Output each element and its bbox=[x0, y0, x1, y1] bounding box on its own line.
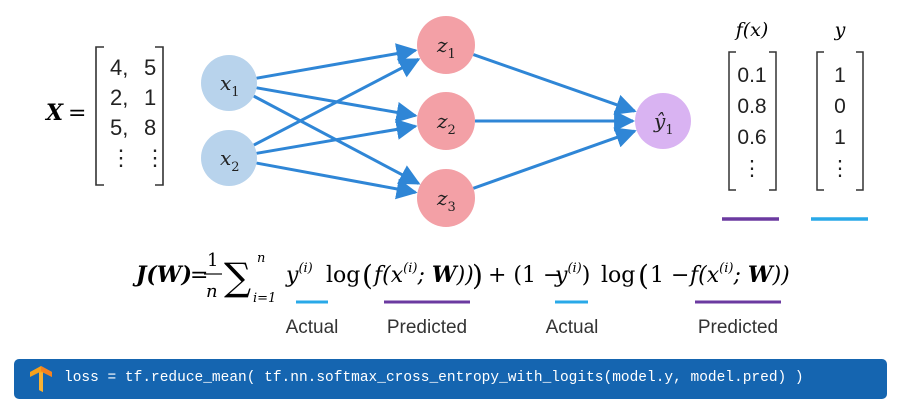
prediction-vector-header: f(x) bbox=[734, 19, 769, 41]
hidden-node-3-label: z3 bbox=[436, 186, 456, 215]
formula-equals: = bbox=[190, 263, 208, 288]
prediction-value: 0.8 bbox=[737, 95, 766, 118]
label-vector-header: y bbox=[834, 19, 846, 41]
formula-predicted-term-2: f(x(i); W)) bbox=[688, 261, 790, 288]
prediction-vector: f(x) 0.1 0.8 0.6 ⋮ bbox=[722, 19, 779, 221]
input-node-1-label: x1 bbox=[220, 71, 240, 100]
code-banner bbox=[14, 359, 887, 399]
matrix-right-bracket bbox=[155, 46, 164, 186]
formula-open-paren-1: ( bbox=[362, 259, 373, 292]
formula-actual-term-2: y(i)) bbox=[554, 261, 590, 288]
annotation-actual-1: Actual bbox=[286, 317, 339, 338]
hidden-node-2-label: z2 bbox=[436, 109, 456, 138]
label-value: 0 bbox=[834, 95, 846, 118]
hidden-node-1: z1 bbox=[417, 16, 475, 74]
annotation-actual-2: Actual bbox=[546, 317, 599, 338]
input-node-2-label: x2 bbox=[220, 146, 240, 175]
matrix-cell: ⋮ bbox=[144, 145, 166, 170]
formula-log-2: log bbox=[601, 263, 635, 288]
label-vector: y 1 0 1 ⋮ bbox=[811, 19, 868, 221]
formula-lhs: J(W) bbox=[132, 262, 192, 288]
network-edges bbox=[253, 43, 637, 200]
hidden-node-2: z2 bbox=[417, 92, 475, 150]
input-node-1-circle bbox=[201, 55, 257, 111]
annotation-predicted-2: Predicted bbox=[698, 317, 778, 338]
prediction-value: ⋮ bbox=[742, 157, 763, 180]
network-edge bbox=[256, 43, 418, 80]
prediction-right-bracket bbox=[769, 51, 777, 191]
matrix-x-equals: = bbox=[68, 101, 86, 126]
tensorflow-icon bbox=[30, 366, 52, 392]
hidden-node-1-label: z1 bbox=[436, 33, 456, 62]
network-nodes: x1 x2 z1 z2 z3 ŷ1 bbox=[201, 16, 691, 227]
formula-plus: + (1 − bbox=[488, 263, 561, 288]
hidden-node-1-circle bbox=[417, 16, 475, 74]
label-value: 1 bbox=[834, 126, 846, 149]
network-edge bbox=[256, 119, 418, 155]
formula-sum-symbol: ∑ bbox=[224, 255, 251, 299]
formula-annotations: Actual Predicted Actual Predicted bbox=[286, 317, 779, 338]
prediction-left-bracket bbox=[728, 51, 736, 191]
matrix-x: X = 4, 5 2, 1 5, 8 ⋮ ⋮ bbox=[44, 46, 166, 186]
network-edge bbox=[256, 161, 418, 200]
network-edge bbox=[472, 127, 637, 190]
prediction-value: 0.6 bbox=[737, 126, 766, 149]
matrix-x-label: X bbox=[44, 100, 64, 126]
label-value: 1 bbox=[834, 64, 846, 87]
formula-one-minus: 1 − bbox=[650, 263, 689, 288]
matrix-cell: 4, bbox=[110, 55, 128, 80]
prediction-value: 0.1 bbox=[737, 64, 766, 87]
input-node-2: x2 bbox=[201, 130, 257, 186]
formula-close-paren-1: ) bbox=[472, 259, 483, 292]
formula-frac-den: n bbox=[206, 281, 218, 302]
label-left-bracket bbox=[816, 51, 824, 191]
formula-frac-num: 1 bbox=[207, 250, 218, 271]
input-node-2-circle bbox=[201, 130, 257, 186]
matrix-cell: 5 bbox=[144, 55, 156, 80]
formula-predicted-term-1: f(x(i); W)) bbox=[372, 261, 474, 288]
hidden-node-3: z3 bbox=[417, 169, 475, 227]
formula-log-1: log bbox=[326, 263, 360, 288]
matrix-cell: 2, bbox=[110, 85, 128, 110]
output-node: ŷ1 bbox=[635, 93, 691, 149]
annotation-predicted-1: Predicted bbox=[387, 317, 467, 338]
matrix-left-bracket bbox=[95, 46, 104, 186]
formula-sum-top: n bbox=[257, 251, 265, 266]
label-value: ⋮ bbox=[830, 157, 851, 180]
loss-formula: J(W) = 1 n ∑ n i=1 y(i) log ( f(x(i); W)… bbox=[132, 250, 790, 306]
network-edge bbox=[253, 57, 421, 147]
hidden-node-3-circle bbox=[417, 169, 475, 227]
matrix-cell: 1 bbox=[144, 85, 156, 110]
formula-sum-bottom: i=1 bbox=[253, 291, 276, 306]
label-right-bracket bbox=[856, 51, 864, 191]
output-node-label: ŷ1 bbox=[653, 109, 674, 138]
input-node-1: x1 bbox=[201, 55, 257, 111]
matrix-cell: 8 bbox=[144, 115, 156, 140]
formula-open-paren-2: ( bbox=[638, 259, 649, 292]
matrix-cell: ⋮ bbox=[110, 145, 132, 170]
network-edge bbox=[472, 53, 637, 115]
matrix-cell: 5, bbox=[110, 115, 128, 140]
hidden-node-2-circle bbox=[417, 92, 475, 150]
output-node-circle bbox=[635, 93, 691, 149]
formula-actual-term-1: y(i) bbox=[285, 261, 313, 288]
code-line: loss = tf.reduce_mean( tf.nn.softmax_cro… bbox=[64, 370, 804, 386]
